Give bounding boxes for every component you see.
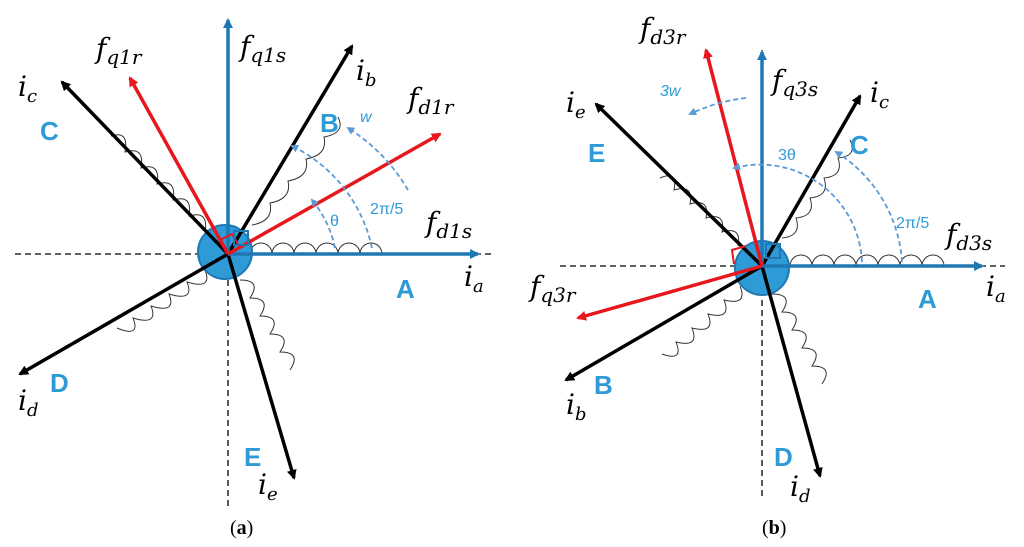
- phasor-ie: [594, 102, 764, 268]
- label-ie: ie: [566, 86, 586, 123]
- coil-b: [251, 116, 341, 226]
- label-ib: ib: [356, 54, 377, 91]
- arc-3theta: [732, 162, 863, 263]
- phase-label-e: E: [588, 138, 605, 168]
- phasor-ib: [226, 44, 354, 255]
- phase-label-c: C: [40, 116, 59, 146]
- angle-label-2pi5: 2π/5: [370, 201, 403, 218]
- vector-fq3r: [576, 264, 763, 321]
- label-fq3r: fq3r: [528, 270, 577, 307]
- right-angle-red: [219, 232, 239, 245]
- label-fq1r: fq1r: [94, 32, 143, 69]
- phasor-ib: [564, 264, 763, 382]
- label-id: id: [18, 384, 39, 421]
- label-ic: ic: [870, 76, 889, 113]
- arc-2pi5: [290, 145, 373, 249]
- coil-b: [661, 285, 743, 357]
- label-ib: ib: [566, 388, 587, 425]
- phase-label-b: B: [320, 108, 339, 138]
- vector-fd3r: [703, 48, 764, 267]
- right-angle-blue: [765, 243, 781, 259]
- label-id: id: [790, 470, 811, 507]
- phase-label-d: D: [774, 442, 793, 472]
- label-fq1s: fq1s: [238, 30, 286, 67]
- label-ia: ia: [464, 260, 484, 297]
- phasor-ic: [60, 80, 230, 256]
- arc-theta: [310, 198, 336, 249]
- coil-e: [239, 279, 295, 371]
- phasor-ic: [760, 94, 862, 267]
- phasor-id: [18, 252, 229, 376]
- coil-d: [771, 293, 827, 385]
- right-angle-blue: [233, 230, 249, 246]
- label-fq3s: fq3s: [770, 64, 818, 101]
- angle-label-2pi5: 2π/5: [896, 215, 929, 232]
- phase-label-a: A: [918, 284, 937, 314]
- phasor-ie: [226, 253, 297, 480]
- angle-label-w: w: [360, 109, 373, 126]
- arc-3w: [688, 97, 747, 116]
- right-angle-red: [730, 245, 747, 265]
- label-ie: ie: [258, 468, 278, 505]
- coil-a: [789, 254, 945, 267]
- label-ia: ia: [986, 270, 1006, 307]
- label-fd1r: fd1r: [406, 82, 455, 119]
- coil-d: [116, 269, 208, 332]
- angle-label-3theta: 3θ: [778, 147, 796, 164]
- phase-label-a: A: [396, 274, 415, 304]
- phase-label-e: E: [244, 442, 261, 472]
- arc-w: [346, 126, 409, 191]
- coil-e: [659, 175, 740, 247]
- panel-a: A B C D E ia ib ic id ie fq1s fq1r fd1r …: [15, 18, 495, 539]
- panel-b: A B C D E ia ib ic id ie fd3r fq3s fq3r …: [528, 12, 1006, 539]
- phase-label-c: C: [850, 130, 869, 160]
- phase-label-d: D: [50, 368, 69, 398]
- label-fd3s: fd3s: [944, 218, 992, 255]
- vector-fd1r: [227, 132, 442, 256]
- phase-label-b: B: [594, 370, 613, 400]
- label-fd3r: fd3r: [638, 12, 687, 49]
- label-ic: ic: [18, 70, 37, 107]
- arc-2pi5: [834, 150, 903, 263]
- vector-fq1r: [128, 76, 230, 255]
- label-fd1s: fd1s: [424, 206, 472, 243]
- angle-label-3w: 3w: [660, 83, 682, 100]
- phasor-id: [760, 265, 823, 478]
- caption-a: (a): [230, 517, 253, 539]
- angle-label-theta: θ: [330, 213, 339, 230]
- caption-b: (b): [762, 517, 786, 539]
